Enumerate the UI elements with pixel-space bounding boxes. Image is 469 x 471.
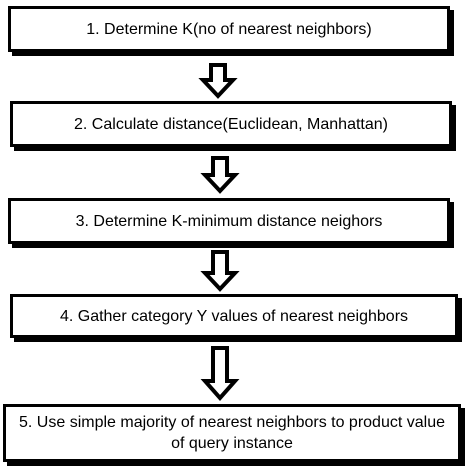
step-5-label: 5. Use simple majority of nearest neighb…	[19, 414, 445, 452]
step-3-label: 3. Determine K-minimum distance neighors	[75, 212, 383, 230]
step-5-box: 5. Use simple majority of nearest neighb…	[3, 404, 461, 462]
step-2-box: 2. Calculate distance(Euclidean, Manhatt…	[10, 101, 452, 147]
down-arrow-icon	[200, 346, 240, 402]
down-arrow-icon	[200, 250, 240, 292]
step-3-box: 3. Determine K-minimum distance neighors	[8, 198, 450, 244]
step-2-label: 2. Calculate distance(Euclidean, Manhatt…	[74, 115, 388, 133]
step-1-label: 1. Determine K(no of nearest neighbors)	[86, 20, 372, 38]
step-1-box: 1. Determine K(no of nearest neighbors)	[8, 6, 450, 52]
step-4-label: 4. Gather category Y values of nearest n…	[59, 307, 409, 325]
down-arrow-icon	[200, 156, 240, 194]
down-arrow-icon	[198, 63, 238, 99]
step-4-box: 4. Gather category Y values of nearest n…	[10, 294, 458, 338]
